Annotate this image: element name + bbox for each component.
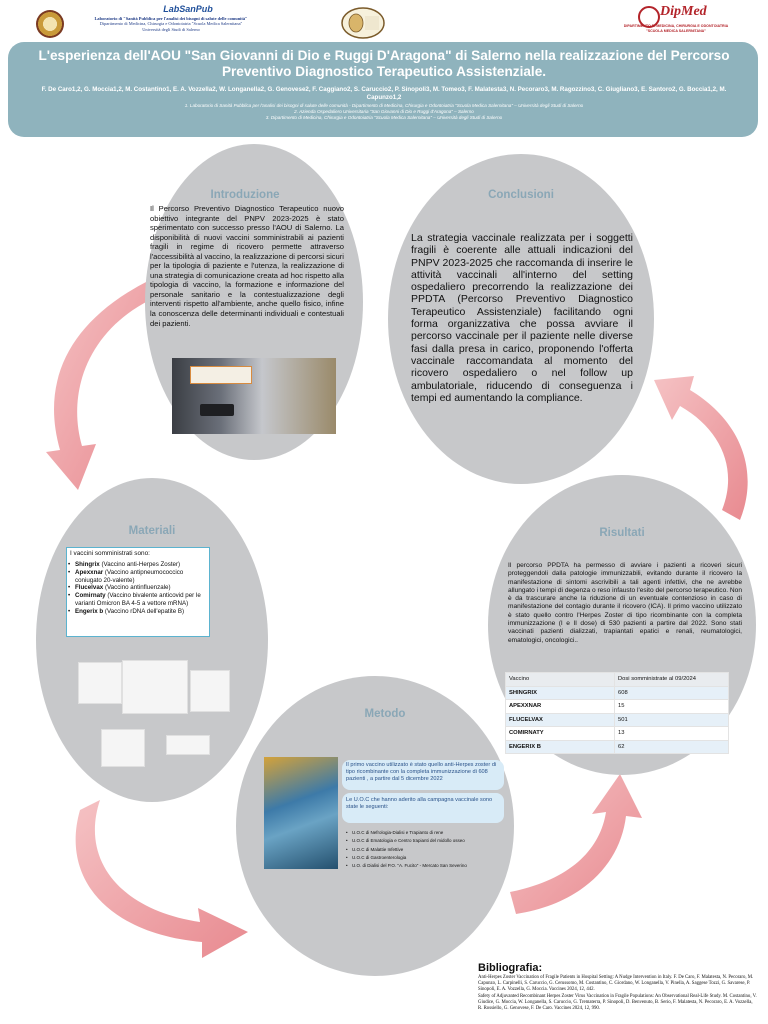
materiali-circle [36, 478, 268, 802]
affiliations: 1. Laboratorio di Sanità Pubblica per l'… [184, 103, 584, 120]
list-item: Apexxnar (Vaccino antipneumococcico coni… [68, 569, 208, 585]
bibliografia-title: Bibliografia: [478, 962, 543, 974]
vaccines-list-intro: I vaccini somministrati sono: [70, 550, 150, 557]
introduzione-title: Introduzione [210, 189, 280, 201]
table-header-row: Vaccino Dosi somministrate al 09/2024 [505, 672, 729, 687]
hospital-seal-logo [341, 7, 385, 39]
list-item: Comirnaty (Vaccino bivalente anticovid p… [68, 592, 208, 608]
vaccine-product-image [122, 660, 188, 714]
dipmed-logo: DipMed [660, 4, 707, 19]
metodo-box-first-vaccine [342, 760, 504, 790]
dipmed-symbol-icon [638, 6, 660, 28]
vaccine-product-image [101, 729, 145, 767]
table-cell: SHINGRIX [505, 685, 615, 700]
vaccines-list: Shingrix (Vaccino anti-Herpes Zoster) Ap… [68, 561, 208, 616]
risultati-text: Il percorso PPDTA ha permesso di avviare… [508, 562, 743, 644]
table-cell: FLUCELVAX [505, 712, 615, 727]
table-cell: 15 [614, 699, 729, 714]
poster-title: L'esperienza dell'AOU "San Giovanni di D… [38, 48, 730, 79]
list-item: Flucelvax (Vaccino antinfluenzale) [68, 584, 208, 592]
metodo-units-intro: Le U.O.C che hanno aderito alla campagna… [346, 797, 493, 811]
title-banner [8, 42, 758, 137]
vaccine-product-image [78, 662, 122, 704]
table-cell: APEXXNAR [505, 699, 615, 714]
authors-line: F. De Caro1,2, G. Moccia1,2, M. Costanti… [41, 86, 727, 101]
metodo-box-units [342, 793, 504, 823]
list-item: Shingrix (Vaccino anti-Herpes Zoster) [68, 561, 208, 569]
introduzione-text: Il Percorso Preventivo Diagnostico Terap… [150, 204, 344, 328]
fridge-display-image [200, 404, 234, 416]
list-item: U.O.C di Gastroenterologia [346, 854, 514, 863]
doses-table: Vaccino Dosi somministrate al 09/2024 SH… [505, 672, 729, 754]
vaccination-photo [264, 757, 338, 869]
arrow-intro-to-materiali [46, 280, 150, 490]
table-cell: 62 [614, 739, 729, 754]
vaccine-product-image [190, 670, 230, 712]
participating-units-list: U.O.C di Nefrologia-Dialisi e Trapianto … [346, 829, 514, 871]
risultati-title: Risultati [599, 527, 645, 539]
dipmed-header-text: DIPARTIMENTO DI MEDICINA, CHIRURGIA E OD… [623, 24, 729, 33]
table-header-cell: Vaccino [505, 672, 615, 687]
conclusioni-title: Conclusioni [488, 189, 554, 201]
labsanpub-logo: LabSanPub [163, 4, 213, 14]
list-item: Engerix b (Vaccino rDNA dell'epatite B) [68, 608, 208, 616]
arrow-metodo-to-risultati [510, 774, 642, 914]
materiali-title: Materiali [128, 525, 176, 537]
list-item: U.O.C di Malattie Infettive [346, 846, 514, 855]
metodo-first-vaccine-text: Il primo vaccino utilizzato è stato quel… [346, 762, 497, 783]
table-header-cell: Dosi somministrate al 09/2024 [614, 672, 729, 687]
arrow-materiali-to-metodo [75, 800, 248, 958]
university-crest-logo [36, 10, 64, 38]
reference-item: Anti-Herpes Zoster Vaccination of Fragil… [478, 975, 754, 993]
conclusioni-text: La strategia vaccinale realizzata per i … [411, 232, 633, 404]
table-cell: ENGERIX B [505, 739, 615, 754]
list-item: U.O.C di Ematologia e Centro trapianti d… [346, 837, 514, 846]
table-cell: COMIRNATY [505, 726, 615, 741]
vaccine-product-image [166, 735, 210, 755]
table-cell: 13 [614, 726, 729, 741]
list-item: U.O.C di Nefrologia-Dialisi e Trapianto … [346, 829, 514, 838]
vaccine-box-image [190, 366, 252, 384]
table-cell: 501 [614, 712, 729, 727]
table-cell: 608 [614, 685, 729, 700]
conclusioni-circle [388, 154, 654, 484]
bibliografia-refs: Anti-Herpes Zoster Vaccination of Fragil… [478, 975, 758, 1012]
lab-header-text: Laboratorio di "Sanità Pubblica per l'an… [94, 16, 248, 32]
list-item: U.O. di Dialisi del P.O. "A. Fucito" - M… [346, 862, 514, 871]
metodo-title: Metodo [364, 708, 406, 720]
reference-item: Safety of Adjuvanted Recombinant Herpes … [478, 993, 757, 1012]
